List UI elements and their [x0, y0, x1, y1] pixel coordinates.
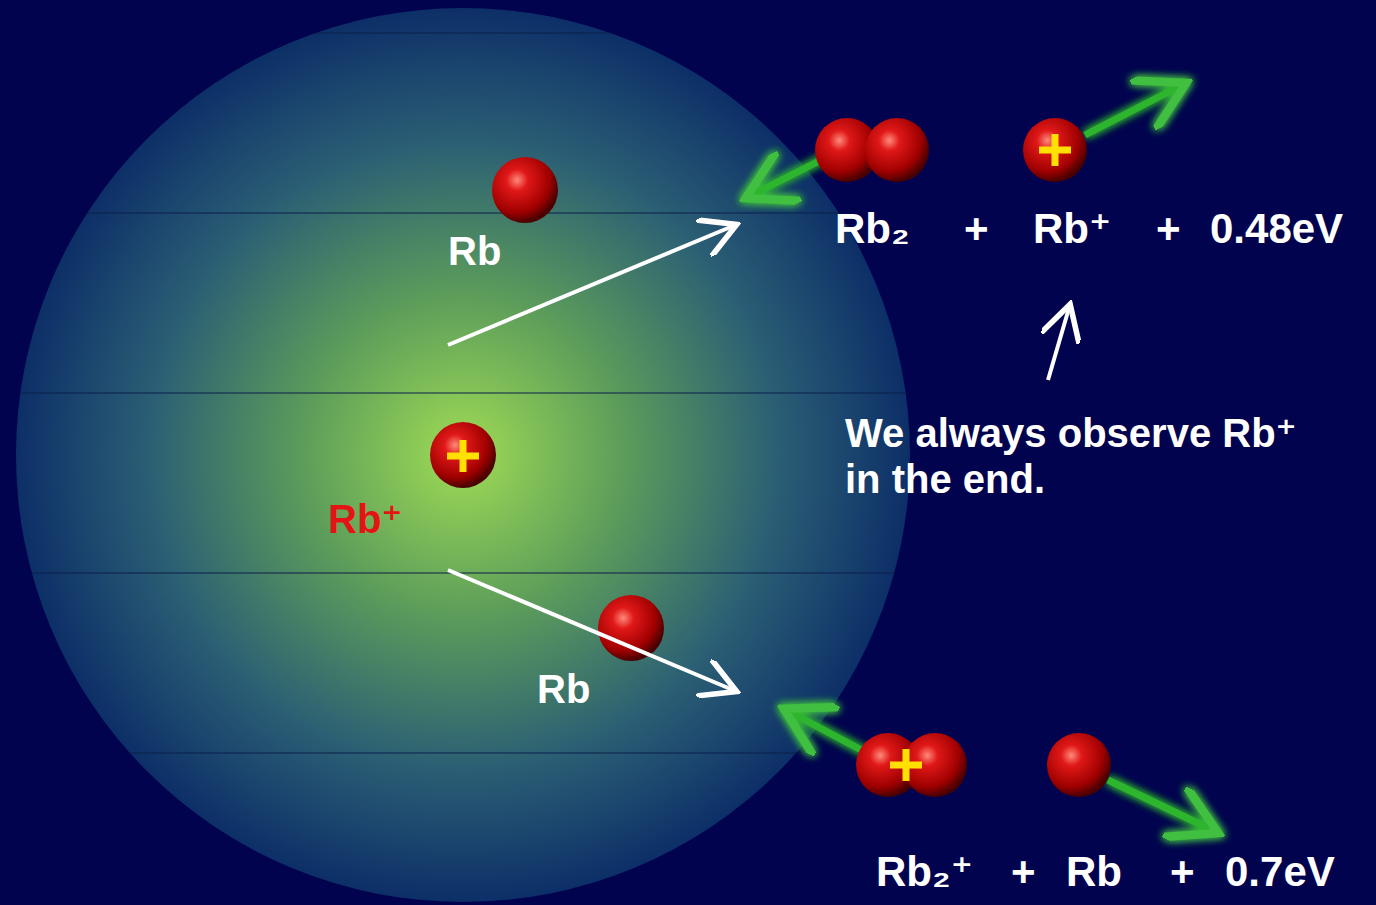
velocity-arrow: [790, 712, 865, 752]
pointer-arrow: [1048, 308, 1069, 380]
product-formula: Rb⁺: [1033, 205, 1111, 253]
plus-symbol: [890, 749, 922, 781]
rb-ion: [430, 422, 496, 488]
plus-sign: +: [1170, 848, 1195, 896]
velocity-arrow: [1085, 86, 1180, 135]
velocity-arrow: [752, 158, 825, 195]
velocity-arrow: [1108, 780, 1212, 830]
band-lines: [0, 33, 920, 753]
energy-value: 0.7eV: [1225, 848, 1335, 896]
plus-symbol: [1039, 134, 1071, 166]
cloud-sphere: [16, 8, 910, 902]
rb-ion: [1023, 118, 1087, 182]
plus-symbol: [447, 440, 479, 472]
reaction-arrow: [448, 570, 733, 690]
energy-value: 0.48eV: [1210, 205, 1343, 253]
product-formula: Rb: [1066, 848, 1122, 896]
plus-sign: +: [1011, 848, 1036, 896]
rb-atom: [598, 595, 664, 661]
atom-label: Rb: [448, 228, 501, 274]
rb-atom: [865, 118, 929, 182]
reaction-arrow: [448, 226, 733, 345]
product-formula: Rb₂⁺: [876, 848, 973, 896]
product-formula: Rb₂: [835, 205, 910, 253]
plus-sign: +: [1156, 205, 1181, 253]
rb-atom: [492, 157, 558, 223]
rb-atom: [1047, 733, 1111, 797]
plus-sign: +: [964, 205, 989, 253]
ion-label: Rb⁺: [328, 496, 402, 542]
atom-label: Rb: [537, 666, 590, 712]
note-text: We always observe Rb⁺ in the end.: [845, 410, 1305, 502]
